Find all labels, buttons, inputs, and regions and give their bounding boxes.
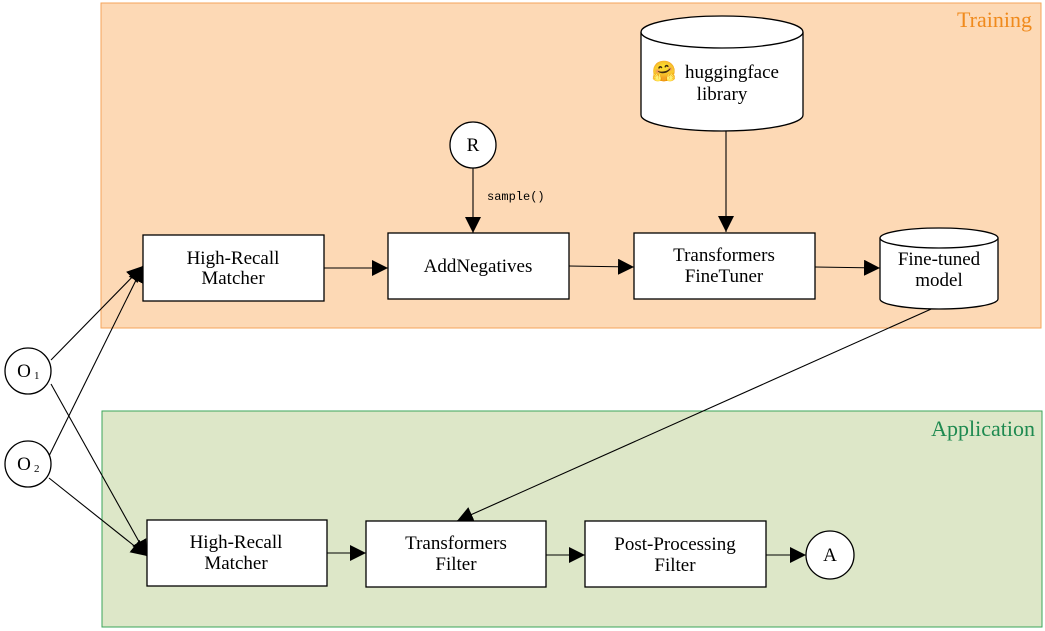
edge-o1-to-train-matcher <box>50 265 144 361</box>
finetuned-model-node: Fine-tuned model <box>879 227 999 310</box>
edge-o2-to-app-matcher <box>48 477 148 557</box>
finetuner-label-line2: FineTuner <box>685 266 764 287</box>
o1-label: O <box>17 361 31 382</box>
o2-node: O 2 <box>4 440 52 488</box>
app-matcher-label-line1: High-Recall <box>190 532 283 553</box>
app-high-recall-matcher-node: High-Recall Matcher <box>146 519 328 587</box>
a-node-label: A <box>823 545 837 566</box>
training-region-title: Training <box>957 7 1032 32</box>
hugging-face-icon: 🤗 <box>652 60 677 83</box>
transformers-filter-label-line2: Filter <box>435 554 477 575</box>
huggingface-library-label-line2: library <box>697 84 748 105</box>
sample-edge-label: sample() <box>487 190 545 204</box>
huggingface-library-label-line1: huggingface <box>685 62 779 83</box>
o2-label: O <box>17 454 31 475</box>
r-node: R <box>449 121 497 169</box>
postprocessing-filter-node: Post-Processing Filter <box>584 520 767 588</box>
train-matcher-label-line2: Matcher <box>201 268 265 289</box>
edge-o1-to-app-matcher <box>50 383 148 557</box>
transformers-finetuner-node: Transformers FineTuner <box>633 232 816 300</box>
o1-node: O 1 <box>4 347 52 395</box>
edges <box>48 130 939 563</box>
postprocessing-filter-label-line2: Filter <box>654 555 696 576</box>
finetuned-model-label-line2: model <box>915 270 963 291</box>
o1-subscript: 1 <box>34 370 40 382</box>
huggingface-library-node: 🤗 huggingface library <box>640 15 804 132</box>
finetuner-label-line1: Transformers <box>673 245 775 266</box>
add-negatives-label: AddNegatives <box>424 256 533 277</box>
train-high-recall-matcher-node: High-Recall Matcher <box>142 234 325 302</box>
a-node: A <box>805 530 855 580</box>
transformers-filter-label-line1: Transformers <box>405 533 507 554</box>
edge-finetuner-to-model <box>814 259 881 276</box>
o2-subscript: 2 <box>34 463 40 475</box>
train-matcher-label-line1: High-Recall <box>187 248 280 269</box>
add-negatives-node: AddNegatives <box>387 232 570 300</box>
edge-o2-to-train-matcher <box>48 265 144 457</box>
application-region: Application <box>101 410 1043 628</box>
transformers-filter-node: Transformers Filter <box>365 520 547 588</box>
application-region-title: Application <box>931 416 1035 441</box>
edge-model-to-transformers-filter <box>456 305 939 522</box>
r-node-label: R <box>467 135 480 156</box>
app-matcher-label-line2: Matcher <box>204 553 268 574</box>
postprocessing-filter-label-line1: Post-Processing <box>614 534 736 555</box>
finetuned-model-label-line1: Fine-tuned <box>898 249 981 270</box>
edge-addnegatives-to-finetuner <box>568 258 635 275</box>
